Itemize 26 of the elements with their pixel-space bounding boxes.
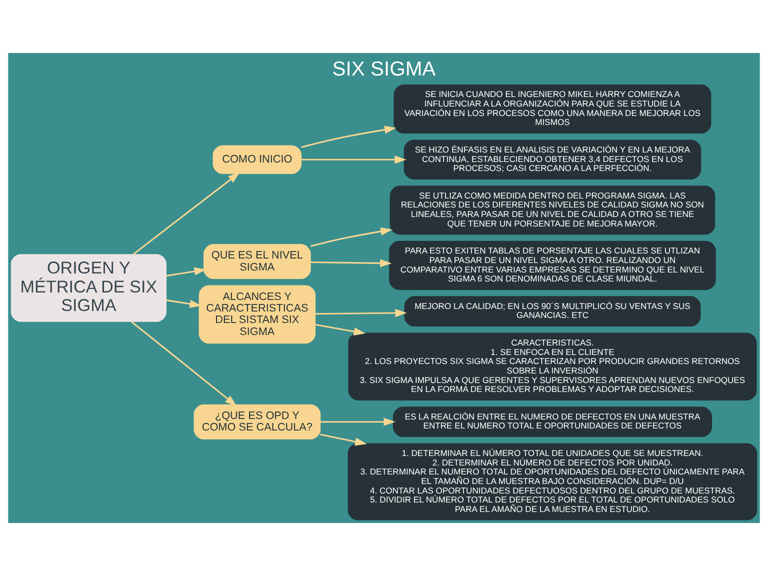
node-box: PARA ESTO EXITEN TABLAS DE PORSENTAJE LAS CUALES SE UTLIZAN PARA PASAR DE UN NIVEL SIGMA A OTRO. REALIZANDO UN COMPARATIVO ENTRE VARIAS EMPRESAS SE DETERMINO QUE EL NIVEL SIGMA 6 SON DENOMINADAS DE CLASE MIUNDAL. xyxy=(389,240,716,290)
arrow xyxy=(310,227,392,247)
arrow xyxy=(315,324,366,336)
node-box: COMO INICIO xyxy=(212,145,302,174)
diagram-title: SIX SIGMA xyxy=(332,58,436,80)
arrow xyxy=(315,308,407,318)
node-box: ORIGEN Y MÉTRICA DE SIX SIGMA xyxy=(10,254,166,322)
node-box: 1. DETERMINAR EL NÚMERO TOTAL DE UNIDADES QUE SE MUESTREAN. 2. DETERMINAR EL NÚMERO DE DEFECTOS POR UNIDAD. 3. DETERMINAR EL NUMERO TOTAL DE OPORTUNIDADES DEL DEFECTO ÚNICAMENTE PARA EL TAMAÑO DE LA MUESTRA BAJO CONSIDERACIÓN. DUP= D/U 4. CONTAR LAS OPORTUNIDADES DEFECTUOSOS DENTRO DEL GRUPO DE MUESTRAS. 5. DIVIDIR EL NÚMERO TOTAL DE DEFECTOS POR EL TOTAL DE OPORTUNIDADES SOLO PARA EL AMAÑO DE LA MUESTRA EN ESTUDIO. xyxy=(348,443,758,520)
node-box: SE HIZO ÉNFASIS EN EL ANALISIS DE VARIACIÓN Y EN LA MEJORA CONTINUA, ESTABLECIENDO OBTENER 3,4 DEFECTOS EN LOS PROCESOS; CASI CERCANO A LA PERFECCIÓN. xyxy=(404,140,702,180)
arrow xyxy=(130,321,237,406)
node-box: QUE ES EL NIVEL SIGMA xyxy=(203,244,311,280)
node-box: SE INICIA CUANDO EL INGENIERO MIKEL HARRY COMIENZA A INFLUENCIAR A LA ORGANIZACIÓN PARA QUE SE ESTUDIE LA VARIACIÓN EN LOS PROCESOS COMO UNA MANERA DE MEJORAR LOS MISMOS xyxy=(394,84,712,134)
node-box: SE UTLIZA COMO MEDIDA DENTRO DEL PROGRAMA SIGMA. LAS RELACIONES DE LOS DIFERENTES NIVELES DE CALIDAD SIGMA NO SON LINEALES, PARA PASAR DE UN NIVEL DE CALIDAD A OTRO SE TIENE QUE TENER UN PORSENTAJE DE MEJORA MAYOR. xyxy=(390,186,716,235)
arrow xyxy=(310,259,392,268)
node-box: ALCANCES Y CARACTERISTICAS DEL SISTAM SIX SIGMA xyxy=(198,285,316,344)
arrow xyxy=(166,299,202,308)
arrow xyxy=(132,172,240,256)
arrow xyxy=(320,434,367,446)
node-box: CARACTERISTICAS. 1. SE ENFOCA EN EL CLIENTE 2. LOS PROYECTOS SIX SIGMA SE CARACTERIZAN POR PRODUCIR GRANDES RETORNOS SOBRE LA INVERSIÓN 3. SIX SIGMA IMPULSA A QUE GERENTES Y SUPERVISORES APRENDAN NUEVOS ENFOQUES EN LA FORMA DE RESOLVER PROBLEMAS Y ADOPTAR DECISIONES. xyxy=(348,332,757,400)
arrow xyxy=(166,267,206,277)
arrow xyxy=(301,156,406,164)
node-box: MEJORO LA CALIDAD; EN LOS 90´S MULTIPLICÓ SU VENTAS Y SUS GANANCIAS. ETC xyxy=(404,296,701,327)
node-box: ¿QUE ES OPD Y COMO SE CALCULA? xyxy=(194,404,321,440)
node-box: ES LA REALCIÓN ENTRE EL NUMERO DE DEFECTOS EN UNA MUESTRA ENTRE EL NUMERO TOTAL E OPORTUNIDADES DE DEFECTOS xyxy=(392,406,712,438)
arrow xyxy=(301,126,396,148)
arrow xyxy=(320,418,396,426)
